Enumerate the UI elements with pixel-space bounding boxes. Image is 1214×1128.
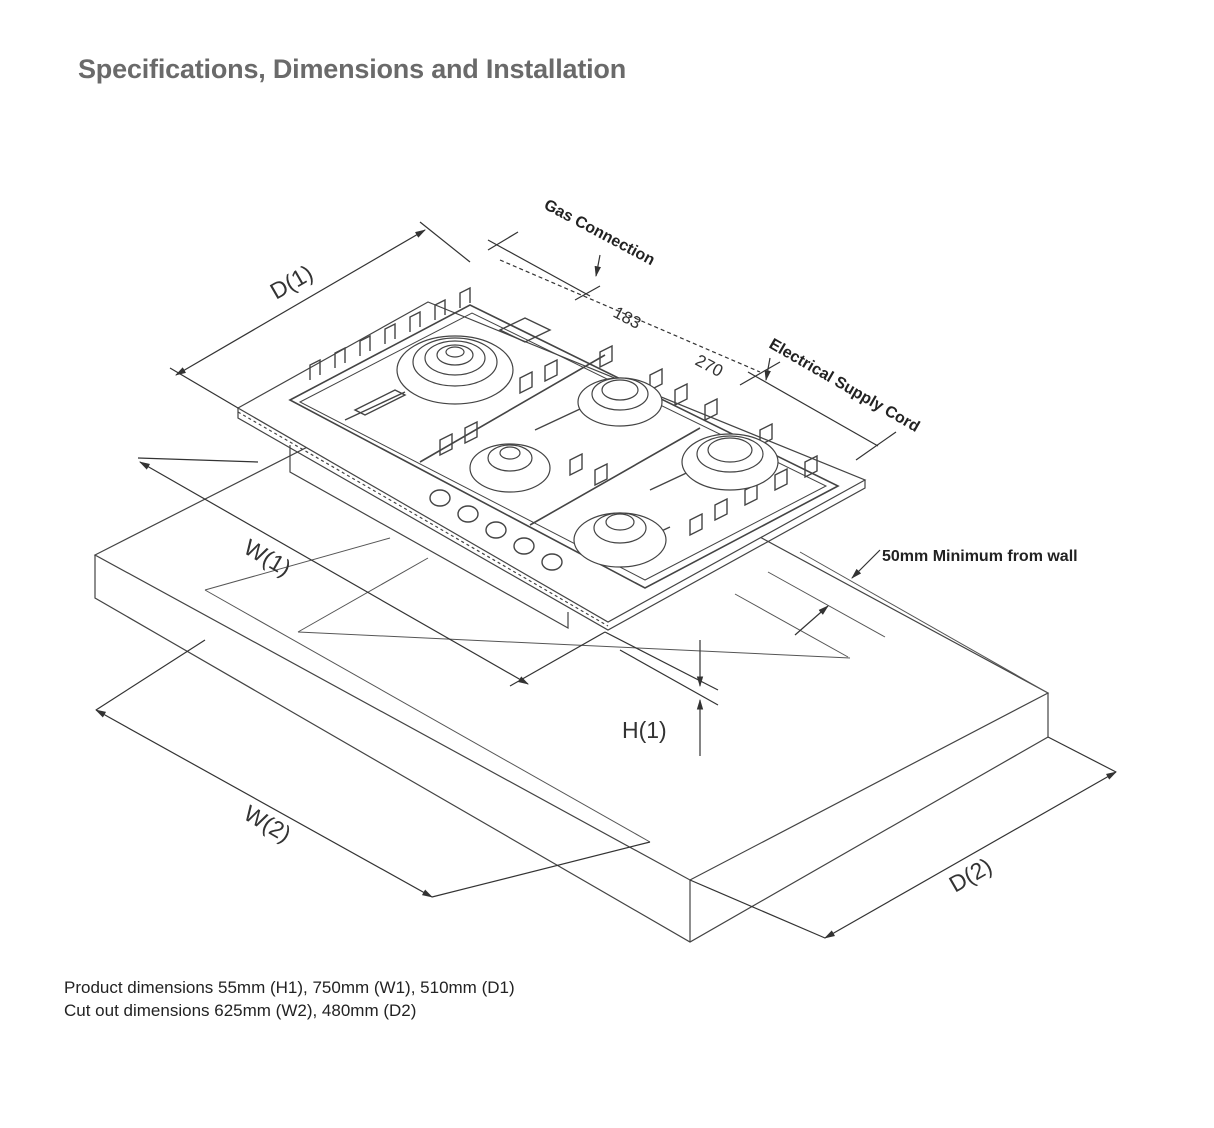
product-dimensions-text: Product dimensions 55mm (H1), 750mm (W1)… xyxy=(64,978,515,997)
dimension-lines xyxy=(95,221,1117,939)
w2-label: W(2) xyxy=(240,800,296,847)
burner-back-right xyxy=(577,377,663,427)
cutout-dimensions-text: Cut out dimensions 625mm (W2), 480mm (D2… xyxy=(64,1001,417,1020)
d1-dimension-line xyxy=(175,229,426,376)
w2-dimension-line xyxy=(95,709,433,898)
d2-dimension-line xyxy=(824,771,1117,939)
d2-label: D(2) xyxy=(945,852,997,897)
w1-dimension-line xyxy=(139,461,529,685)
page-title: Specifications, Dimensions and Installat… xyxy=(78,54,627,84)
min-from-wall-label: 50mm Minimum from wall xyxy=(882,548,1078,565)
burner-front-right xyxy=(573,512,667,568)
electrical-supply-cord-label: Electrical Supply Cord xyxy=(766,336,922,436)
dim-183-label: 183 xyxy=(610,303,644,333)
burner-front-center xyxy=(469,443,551,493)
wok-burner xyxy=(396,335,514,405)
caption: Product dimensions 55mm (H1), 750mm (W1)… xyxy=(64,976,515,1022)
burner-right xyxy=(681,433,779,491)
h1-label: H(1) xyxy=(622,717,667,743)
burners xyxy=(396,335,779,568)
